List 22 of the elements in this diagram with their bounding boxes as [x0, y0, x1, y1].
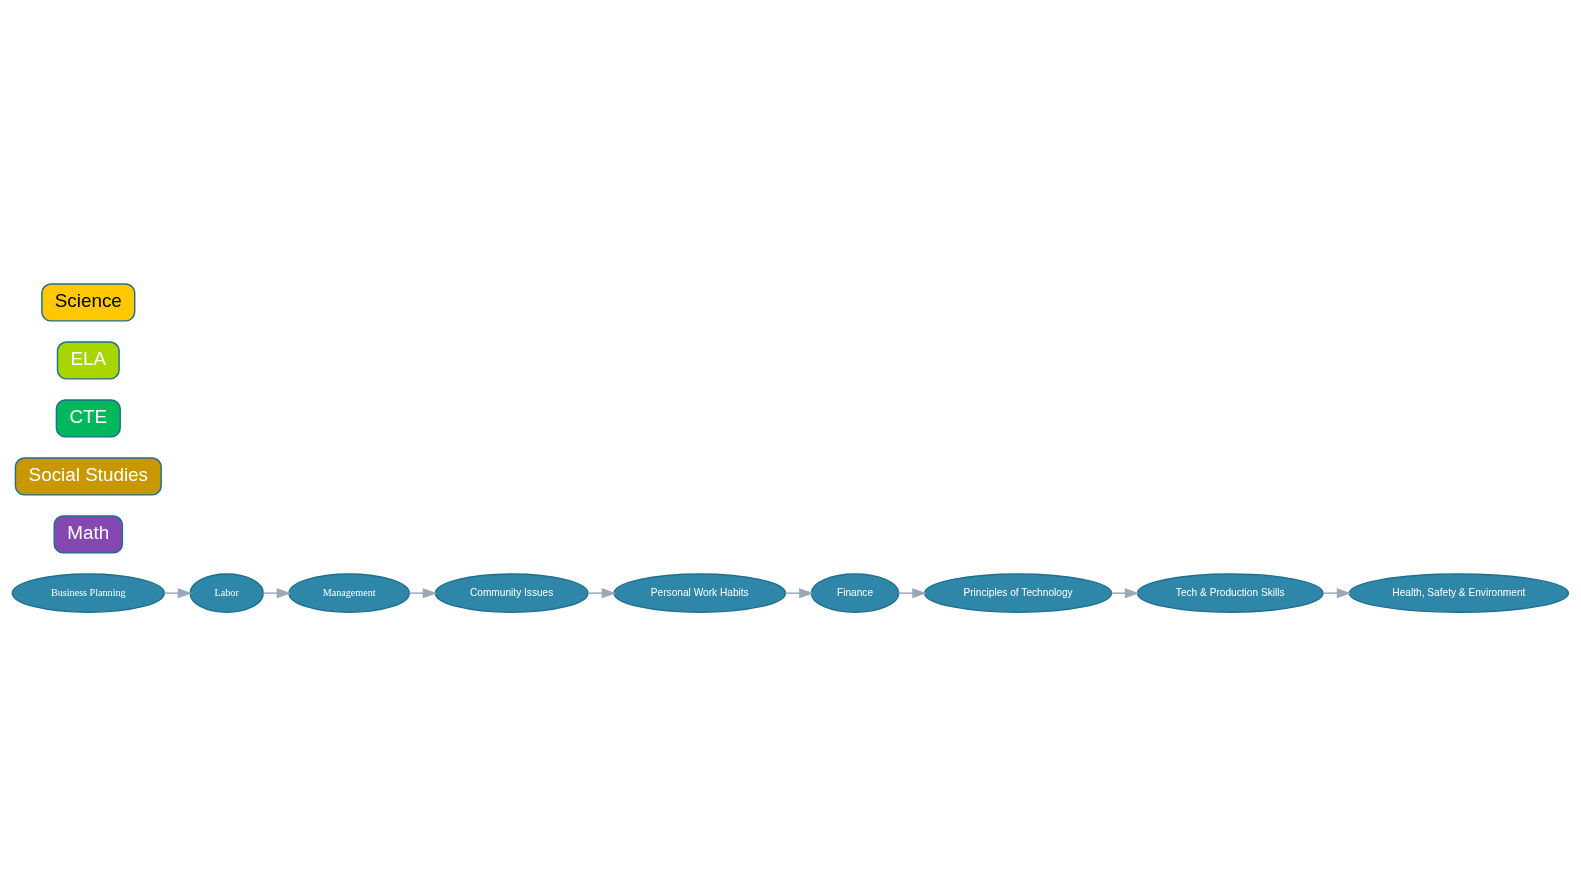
arrow	[262, 588, 292, 599]
node-ellipse: Tech & Production Skills	[1136, 573, 1324, 613]
node-box: Math	[53, 515, 124, 554]
node-ellipse: Labor	[189, 573, 264, 613]
node-ellipse: Health, Safety & Environment	[1348, 573, 1570, 613]
arrow	[587, 588, 617, 599]
node-box: ELA	[56, 341, 120, 380]
node-ellipse: Business Planning	[11, 573, 165, 613]
node-ellipse: Community Issues	[434, 573, 589, 613]
node-ellipse: Personal Work Habits	[613, 573, 787, 613]
node-box: Social Studies	[14, 457, 162, 496]
arrow	[897, 588, 927, 599]
node-box: Science	[41, 283, 136, 322]
node-ellipse: Finance	[810, 573, 900, 613]
node-ellipse: Principles of Technology	[923, 573, 1113, 613]
arrow	[408, 588, 438, 599]
node-box: CTE	[55, 399, 121, 438]
arrow	[163, 588, 193, 599]
node-ellipse: Management	[288, 573, 411, 613]
arrow	[1322, 588, 1352, 599]
arrow	[784, 588, 814, 599]
arrow	[1110, 588, 1140, 599]
